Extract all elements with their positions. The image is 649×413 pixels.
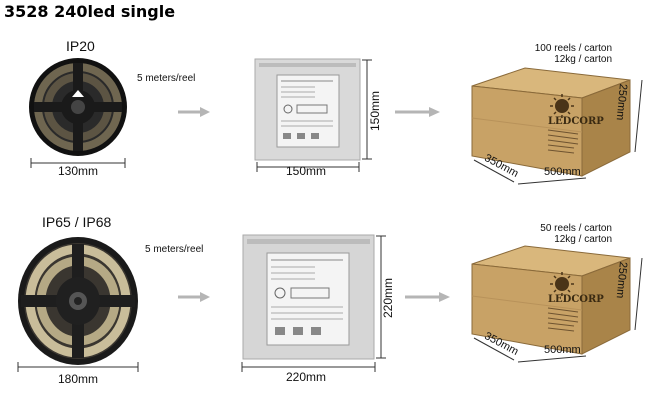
right-arrow-icon bbox=[395, 107, 440, 117]
bag-width-label: 150mm bbox=[286, 164, 327, 178]
right-arrow-icon bbox=[178, 292, 210, 302]
carton-dimension-lines bbox=[473, 257, 643, 363]
bag-width-label: 220mm bbox=[286, 370, 327, 384]
shipping-carton-image bbox=[471, 245, 631, 355]
right-arrow-icon bbox=[178, 107, 210, 117]
per-reel-label: 5 meters/reel bbox=[137, 73, 196, 84]
packaging-bag-image bbox=[254, 58, 361, 161]
bag-width-dimension-line bbox=[241, 362, 376, 372]
reel-width-label: 130mm bbox=[58, 164, 99, 178]
bag-height-dimension-line bbox=[362, 59, 372, 160]
reel-width-dimension-line bbox=[30, 158, 126, 168]
carton-quantity-label: 100 reels / carton bbox=[534, 43, 612, 54]
carton-brand-logo: LEDCORP bbox=[548, 116, 604, 127]
reel-width-label: 180mm bbox=[58, 372, 99, 386]
per-reel-label: 5 meters/reel bbox=[145, 244, 204, 255]
carton-quantity-label: 50 reels / carton bbox=[540, 223, 612, 234]
carton-weight-label: 12kg / carton bbox=[554, 234, 612, 245]
carton-dimension-lines bbox=[473, 79, 643, 185]
packaging-bag-image bbox=[242, 234, 375, 360]
carton-weight-label: 12kg / carton bbox=[554, 54, 612, 65]
bag-height-label: 150mm bbox=[368, 91, 382, 132]
bag-width-dimension-line bbox=[256, 162, 360, 172]
bag-height-label: 220mm bbox=[381, 278, 395, 319]
right-arrow-icon bbox=[405, 292, 450, 302]
led-reel-image bbox=[18, 237, 138, 365]
shipping-carton-image bbox=[471, 67, 631, 177]
led-reel-image bbox=[29, 58, 127, 156]
carton-length-label: 500mm bbox=[544, 344, 581, 356]
rating-label: IP65 / IP68 bbox=[42, 214, 112, 230]
reel-width-dimension-line bbox=[17, 362, 139, 372]
bag-height-dimension-line bbox=[376, 235, 386, 359]
carton-length-label: 500mm bbox=[544, 166, 581, 178]
page-title: 3528 240led single bbox=[4, 2, 176, 21]
carton-brand-logo: LEDCORP bbox=[548, 294, 604, 305]
rating-label: IP20 bbox=[66, 38, 95, 54]
